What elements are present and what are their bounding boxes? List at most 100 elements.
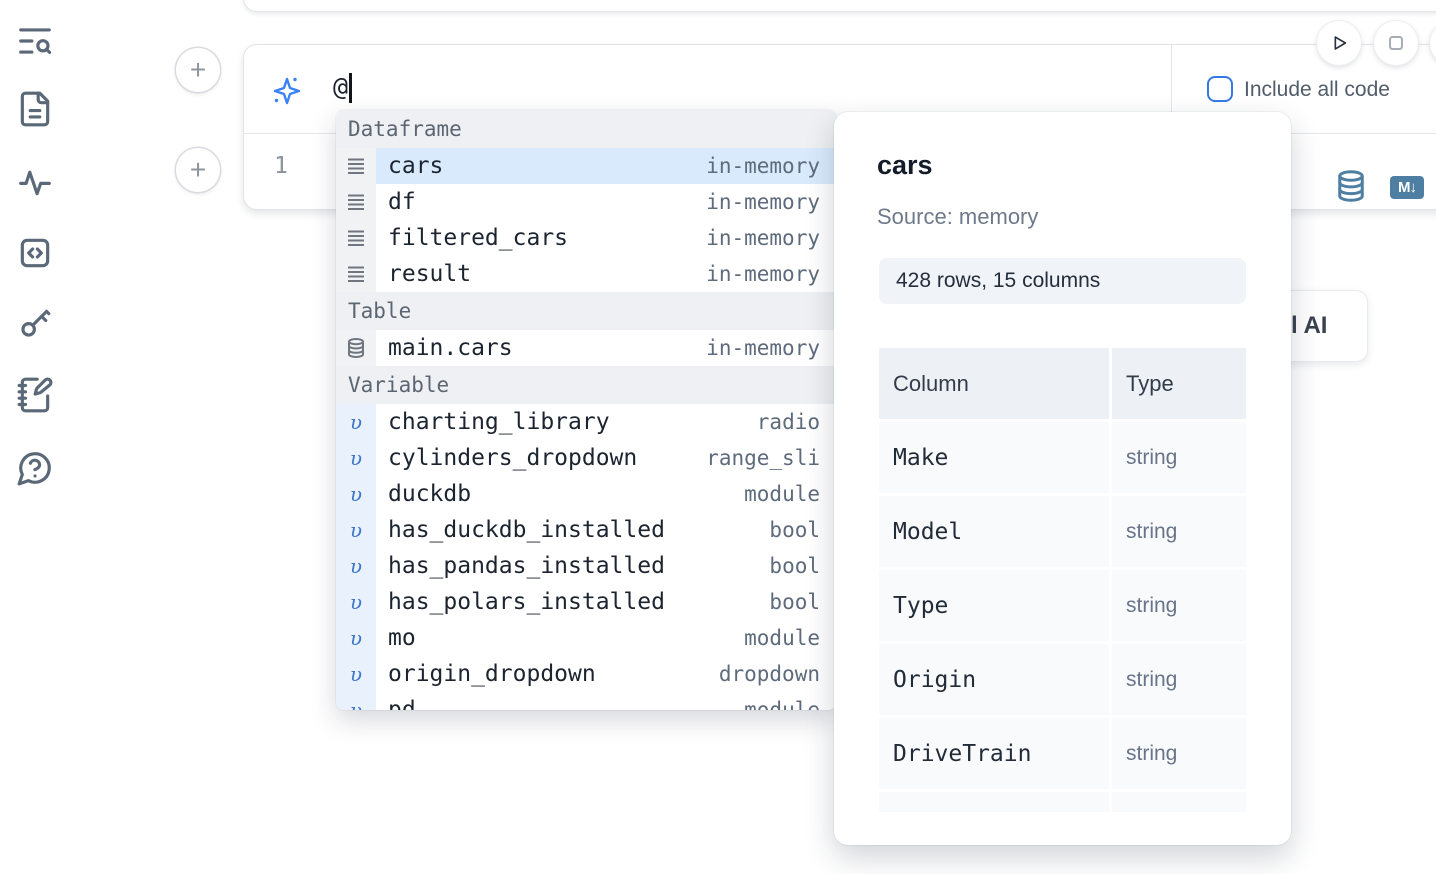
run-cell-button[interactable] [1317, 21, 1361, 65]
item-type: in-memory [706, 154, 820, 178]
item-type: radio [756, 410, 820, 434]
item-type: bool [769, 518, 820, 542]
include-all-code-label[interactable]: Include all code [1244, 78, 1390, 101]
schema-cell-column: Type [879, 570, 1109, 641]
more-actions-button[interactable] [1430, 21, 1436, 65]
item-name: origin_dropdown [388, 661, 596, 687]
variable-icon: υ [336, 404, 376, 440]
variable-icon: υ [336, 584, 376, 620]
preview-source: Source: memory [877, 204, 1039, 229]
item-name: result [388, 261, 472, 287]
previous-cell [243, 0, 1436, 12]
schema-table: Column Type Make string Model string Typ… [879, 348, 1246, 812]
markdown-export-icon[interactable]: M↓ [1390, 176, 1424, 199]
completion-item-has-polars-installed[interactable]: υ has_polars_installed bool [336, 584, 836, 620]
completion-item-origin-dropdown[interactable]: υ origin_dropdown dropdown [336, 656, 836, 692]
item-name: cars [388, 153, 444, 179]
item-name: main.cars [388, 335, 513, 361]
dataframe-rows-icon [336, 256, 376, 292]
completion-item-df[interactable]: df in-memory [336, 184, 836, 220]
variable-icon: υ [336, 548, 376, 584]
completion-item-partial[interactable]: υ pd module [336, 692, 836, 710]
schema-cell-type: string [1112, 570, 1246, 641]
variable-icon: υ [336, 476, 376, 512]
schema-cell-column: Make [879, 422, 1109, 493]
completion-item-main-cars[interactable]: main.cars in-memory [336, 330, 836, 366]
add-cell-button-bottom[interactable]: + [176, 148, 220, 192]
schema-cell-type: string [1112, 644, 1246, 715]
dataframe-preview-panel: cars Source: memory 428 rows, 15 columns… [834, 112, 1291, 845]
autocomplete-dropdown: Dataframe cars in-memory df in-memory filt… [336, 110, 836, 710]
schema-cell-type: string [1112, 718, 1246, 789]
variable-icon: υ [336, 440, 376, 476]
schema-cell-column [879, 792, 1109, 812]
ai-prompt-row: @ Include all code [244, 45, 1436, 133]
item-type: in-memory [706, 226, 820, 250]
toc-search-icon[interactable] [16, 22, 54, 60]
stop-button[interactable] [1374, 21, 1418, 65]
schema-cell-column: Origin [879, 644, 1109, 715]
item-name: has_duckdb_installed [388, 517, 665, 543]
item-type: in-memory [706, 262, 820, 286]
variable-icon: υ [336, 692, 376, 710]
item-name: pd [388, 697, 416, 710]
help-chat-icon[interactable] [16, 449, 54, 487]
include-all-code-checkbox[interactable] [1207, 76, 1233, 102]
database-icon[interactable] [1336, 169, 1366, 203]
schema-header-column: Column [879, 348, 1109, 419]
completion-item-duckdb[interactable]: υ duckdb module [336, 476, 836, 512]
item-type: bool [769, 590, 820, 614]
schema-cell-type: string [1112, 496, 1246, 567]
section-header-table: Table [336, 292, 836, 330]
item-name: charting_library [388, 409, 610, 435]
completion-item-has-pandas-installed[interactable]: υ has_pandas_installed bool [336, 548, 836, 584]
item-name: mo [388, 625, 416, 651]
item-name: has_pandas_installed [388, 553, 665, 579]
item-type: in-memory [706, 190, 820, 214]
add-cell-button-top[interactable]: + [176, 48, 220, 92]
preview-title: cars [877, 150, 933, 180]
shape-badge: 428 rows, 15 columns [879, 258, 1246, 304]
completion-item-cylinders-dropdown[interactable]: υ cylinders_dropdown range_sli [336, 440, 836, 476]
completion-item-charting-library[interactable]: υ charting_library radio [336, 404, 836, 440]
file-document-icon[interactable] [16, 90, 54, 128]
schema-header-type: Type [1112, 348, 1246, 419]
item-name: has_polars_installed [388, 589, 665, 615]
schema-cell-type: string [1112, 422, 1246, 493]
schema-cell-column: DriveTrain [879, 718, 1109, 789]
ai-prompt-input[interactable]: @ [333, 72, 352, 103]
line-number: 1 [274, 153, 288, 179]
item-type: module [744, 482, 820, 506]
item-type: dropdown [718, 662, 820, 686]
item-type: in-memory [706, 336, 820, 360]
completion-item-cars[interactable]: cars in-memory [336, 148, 836, 184]
item-type: module [744, 626, 820, 650]
completion-item-has-duckdb-installed[interactable]: υ has_duckdb_installed bool [336, 512, 836, 548]
item-name: df [388, 189, 416, 215]
sparkle-ai-icon [270, 75, 302, 107]
divider [1171, 45, 1172, 133]
item-type: bool [769, 554, 820, 578]
notebook-scratchpad-icon[interactable] [16, 376, 54, 414]
code-snippets-icon[interactable] [16, 234, 54, 272]
schema-cell-column: Model [879, 496, 1109, 567]
schema-cell-type [1112, 792, 1246, 812]
item-name: filtered_cars [388, 225, 569, 251]
completion-item-filtered-cars[interactable]: filtered_cars in-memory [336, 220, 836, 256]
key-secrets-icon[interactable] [16, 304, 54, 342]
activity-icon[interactable] [16, 162, 54, 200]
item-name: duckdb [388, 481, 472, 507]
completion-item-result[interactable]: result in-memory [336, 256, 836, 292]
variable-icon: υ [336, 656, 376, 692]
section-header-dataframe: Dataframe [336, 110, 836, 148]
item-type: module [744, 698, 820, 710]
item-type: range_sli [706, 446, 820, 470]
database-icon [336, 330, 376, 366]
item-name: cylinders_dropdown [388, 445, 638, 471]
variable-icon: υ [336, 512, 376, 548]
variable-icon: υ [336, 620, 376, 656]
completion-item-mo[interactable]: υ mo module [336, 620, 836, 656]
text-cursor [349, 73, 352, 103]
dataframe-rows-icon [336, 148, 376, 184]
